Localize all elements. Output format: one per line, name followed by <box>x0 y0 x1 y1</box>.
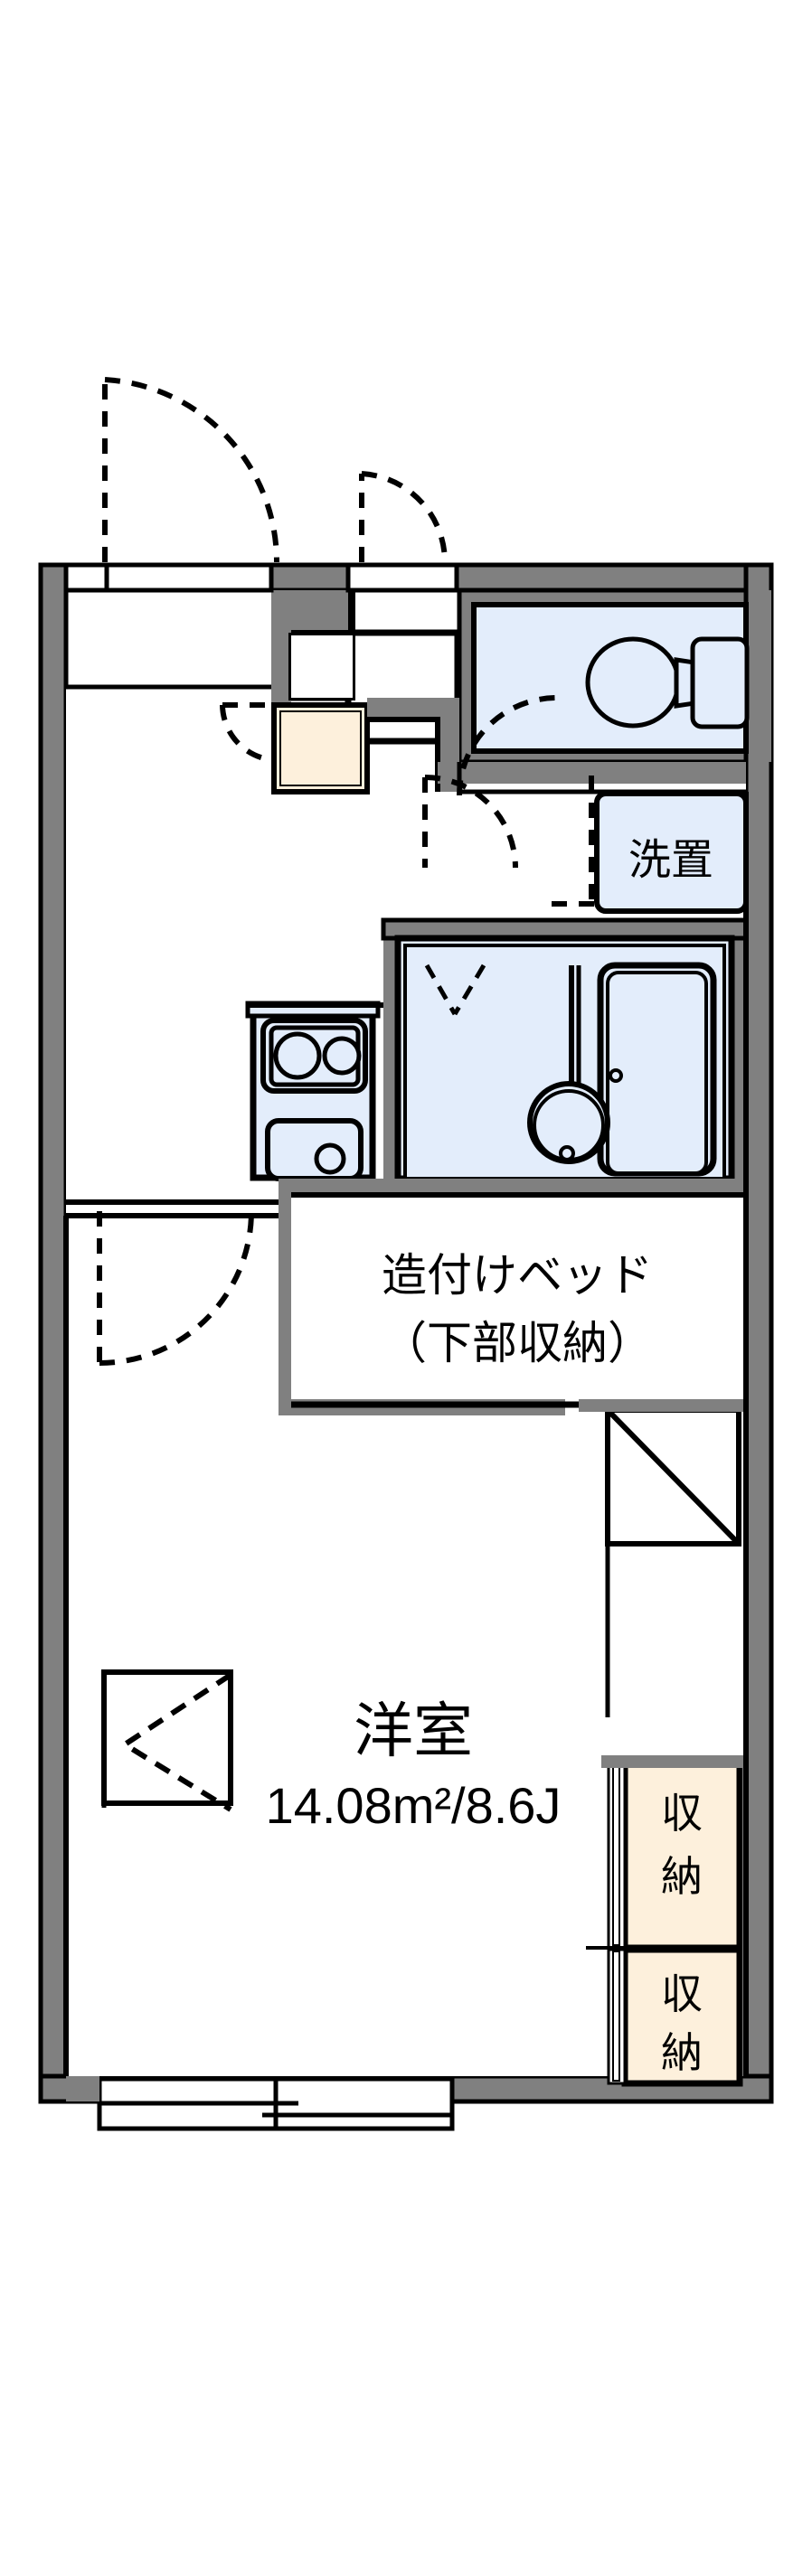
room-kitchen <box>245 1001 381 1181</box>
closet-upper-label-1: 収 <box>661 1790 703 1837</box>
washer-door-jamb <box>552 776 597 909</box>
room-toilet <box>457 588 771 765</box>
entry-threshold <box>63 562 459 593</box>
main-room-name: 洋室 <box>354 1697 473 1763</box>
toilet-icon <box>585 636 750 729</box>
bath-door-swing <box>424 964 486 1016</box>
closet-upper[interactable]: 収 納 <box>601 1755 746 1951</box>
hall-door-swing <box>422 775 518 869</box>
closet-lower-label-2: 納 <box>661 2029 703 2076</box>
stove-icon <box>260 1018 368 1094</box>
side-window-casement[interactable] <box>101 1669 233 1812</box>
toilet-door-swing <box>359 471 448 563</box>
main-room-labels: 洋室 14.08m²/8.6J <box>266 1697 562 1833</box>
washer-label: 洗置 <box>628 835 713 883</box>
right-alcove <box>579 1399 746 1717</box>
closet-lower[interactable]: 収 納 <box>586 1946 743 2087</box>
bed-label-line1: 造付けベッド <box>382 1250 653 1301</box>
room-door-swing <box>97 1210 254 1366</box>
entrance-door-swing <box>102 377 280 563</box>
room-washer-space: 洗置 <box>594 791 749 914</box>
closet-upper-label-2: 納 <box>661 1853 703 1900</box>
room-unit-bath <box>381 917 749 1182</box>
balcony-window[interactable] <box>66 2076 455 2131</box>
genkan-inner-door-swing <box>220 702 277 763</box>
basin-icon <box>527 965 610 1164</box>
sink-icon <box>265 1118 364 1181</box>
door-swings <box>97 377 597 1366</box>
bed-label-line2: （下部収納） <box>382 1318 653 1368</box>
room-built-in-bed: 造付けベッド （下部収納） <box>279 1179 746 1415</box>
partition-lines <box>63 792 749 2076</box>
closet-lower-label-1: 収 <box>661 1970 703 2017</box>
main-room-area: 14.08m²/8.6J <box>266 1777 562 1834</box>
genkan-block <box>271 590 370 794</box>
bathtub-icon <box>597 962 717 1177</box>
